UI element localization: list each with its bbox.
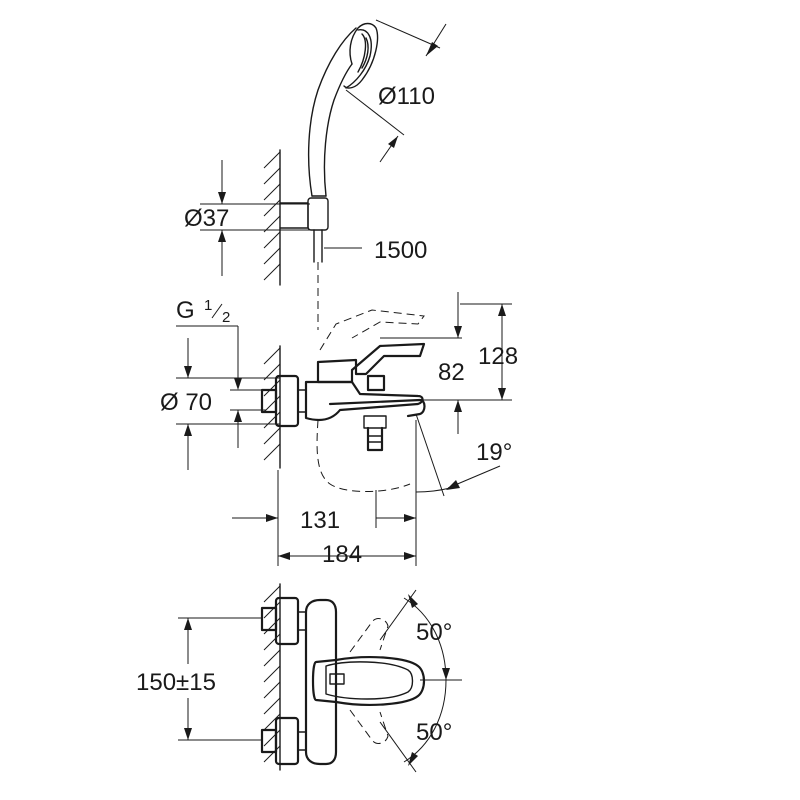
lever-rotated-up	[349, 618, 389, 653]
lever	[316, 342, 426, 384]
bath-outline	[316, 419, 411, 492]
hand-shower-view: Ø110 Ø37 1500	[184, 19, 447, 330]
wall-hatch-top	[263, 151, 281, 281]
inlet-nut	[260, 388, 278, 414]
inlet-nut-top	[260, 606, 278, 632]
holder-ring	[307, 197, 329, 231]
label-thread-den: 2	[222, 309, 230, 326]
label-length-184: 184	[322, 541, 362, 568]
label-angle-top: 50°	[416, 619, 452, 646]
front-view: 50° 50° 150±15	[136, 583, 462, 773]
label-height-82: 82	[438, 359, 465, 386]
handle-left-edge	[307, 27, 357, 197]
label-diameter-37: Ø37	[184, 205, 229, 232]
dim-110-ext-bottom	[345, 89, 405, 136]
angle-line-bottom	[379, 721, 417, 773]
angle-19-arc	[415, 487, 451, 493]
lever-rotated-down	[349, 709, 389, 744]
wall-hatch-bottom	[263, 585, 281, 763]
label-diameter-70: Ø 70	[160, 389, 212, 416]
shower-outlet-nut	[363, 415, 387, 429]
shower-outlet-stem	[366, 426, 384, 452]
diverter-knob	[366, 374, 386, 392]
flange-bottom	[274, 716, 300, 766]
flange-top	[274, 596, 300, 646]
label-height-128: 128	[478, 343, 518, 370]
lever-front	[311, 656, 426, 706]
dim-110-ext-top	[375, 19, 441, 49]
label-angle-19: 19°	[476, 439, 512, 466]
label-angle-bottom: 50°	[416, 719, 452, 746]
holder-bracket	[279, 202, 309, 229]
label-thread-num: 1	[204, 297, 212, 314]
flange	[274, 374, 300, 428]
lever-indicator	[329, 673, 345, 685]
label-thread-g: G	[176, 297, 195, 324]
mixer-body	[304, 380, 424, 421]
label-hose-1500: 1500	[374, 237, 427, 264]
handle-right-edge	[323, 63, 353, 197]
lever-raised-outline	[319, 309, 425, 351]
spout-angle-line	[415, 413, 445, 497]
shower-head	[343, 22, 379, 89]
mixer-body-front	[304, 598, 338, 766]
label-centers-150: 150±15	[136, 669, 216, 696]
label-length-131: 131	[300, 507, 340, 534]
label-diameter-110: Ø110	[378, 83, 435, 110]
side-view: G 1 2 Ø 70 82 128 19°	[160, 292, 518, 568]
wall-hatch-middle	[263, 347, 281, 461]
